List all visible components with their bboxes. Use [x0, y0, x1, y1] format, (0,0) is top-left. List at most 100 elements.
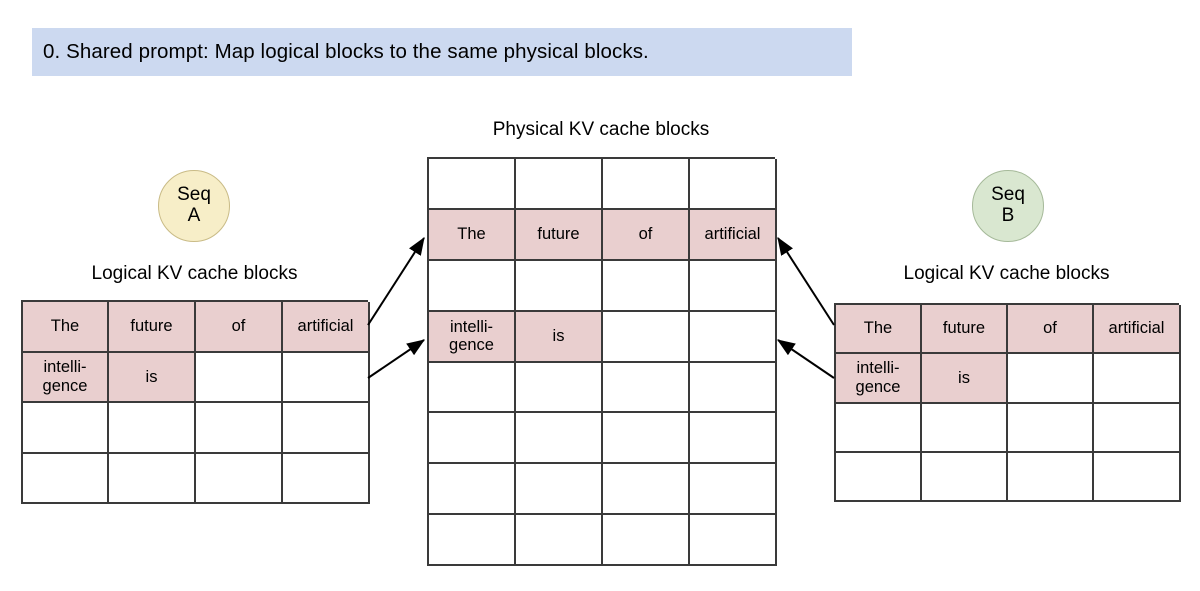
- left-logical-kv-grid: The future of artificial intelli- gence is: [21, 300, 370, 504]
- right-logical-cache-title: Logical KV cache blocks: [903, 263, 1110, 284]
- physical-kv-grid-cell-r4-c1: intelli- gence: [429, 311, 516, 363]
- physical-kv-grid-cell-r1-c1: [429, 159, 516, 210]
- cell-token: future: [537, 225, 580, 244]
- left-logical-kv-grid-cell-r3-c1: [23, 403, 109, 454]
- physical-kv-grid-cell-r5-c1: [429, 362, 516, 414]
- arrow-right-row1-to-physical-row2: [777, 236, 835, 326]
- physical-kv-grid-cell-r6-c1: [429, 413, 516, 465]
- physical-kv-grid-cell-r8-c1: [429, 515, 516, 566]
- physical-kv-grid-cell-r2-c2: future: [516, 209, 603, 261]
- physical-kv-grid-cell-r4-c4: [690, 311, 777, 363]
- seq-a-label-line1: Seq: [177, 184, 211, 206]
- right-logical-kv-grid-cell-r1-c4: artificial: [1094, 305, 1181, 355]
- right-logical-kv-grid-cell-r4-c2: [922, 452, 1008, 502]
- left-logical-kv-grid-cell-r2-c2: is: [109, 352, 196, 403]
- physical-cache-title: Physical KV cache blocks: [492, 119, 710, 140]
- physical-kv-grid-cell-r3-c1: [429, 260, 516, 312]
- cell-token: future: [942, 319, 986, 338]
- right-logical-kv-grid-cell-r1-c1: The: [836, 305, 922, 355]
- physical-kv-grid-cell-r5-c4: [690, 362, 777, 414]
- left-logical-kv-grid-cell-r1-c3: of: [196, 302, 283, 353]
- cell-token: is: [552, 326, 565, 345]
- physical-kv-grid-cell-r3-c4: [690, 260, 777, 312]
- physical-kv-grid-cell-r8-c2: [516, 515, 603, 566]
- right-logical-kv-grid-cell-r2-c3: [1008, 354, 1094, 404]
- right-logical-kv-grid-cell-r3-c1: [836, 403, 922, 453]
- physical-kv-grid-cell-r3-c2: [516, 260, 603, 312]
- left-logical-kv-grid-cell-r2-c4: [283, 352, 370, 403]
- physical-kv-grid-cell-r6-c2: [516, 413, 603, 465]
- cell-token: intelli- gence: [42, 358, 88, 395]
- physical-kv-grid-cell-r8-c3: [603, 515, 690, 566]
- cell-token: The: [863, 319, 893, 338]
- right-logical-kv-grid-cell-r4-c3: [1008, 452, 1094, 502]
- seq-b-badge: Seq B: [972, 170, 1044, 242]
- cell-token: The: [457, 225, 486, 244]
- cell-token: artificial: [1108, 319, 1165, 338]
- physical-kv-grid-cell-r5-c2: [516, 362, 603, 414]
- physical-kv-grid-cell-r2-c3: of: [603, 209, 690, 261]
- seq-a-label-line2: A: [187, 205, 201, 226]
- arrow-left-row2-to-physical-row4: [367, 339, 425, 379]
- prompt-banner: 0. Shared prompt: Map logical blocks to …: [32, 28, 852, 76]
- physical-kv-grid-cell-r1-c3: [603, 159, 690, 210]
- physical-kv-grid: The future of artificial intelli- gence is: [427, 157, 777, 566]
- cell-token: of: [638, 225, 653, 244]
- left-logical-kv-grid-cell-r4-c2: [109, 453, 196, 504]
- physical-kv-grid-cell-r6-c4: [690, 413, 777, 465]
- cell-token: is: [958, 368, 970, 387]
- physical-kv-grid-cell-r7-c3: [603, 464, 690, 516]
- arrow-left-row1-to-physical-row2: [367, 236, 425, 326]
- physical-kv-grid-cell-r3-c3: [603, 260, 690, 312]
- right-logical-kv-grid-cell-r1-c2: future: [922, 305, 1008, 355]
- physical-kv-grid-cell-r1-c2: [516, 159, 603, 210]
- cell-token: of: [1043, 319, 1057, 338]
- cell-token: future: [130, 317, 173, 336]
- physical-kv-grid-cell-r2-c4: artificial: [690, 209, 777, 261]
- seq-b-label-line1: Seq: [991, 184, 1025, 206]
- cell-token: intelli- gence: [449, 317, 494, 355]
- seq-a-badge: Seq A: [158, 170, 230, 242]
- left-logical-kv-grid-cell-r2-c3: [196, 352, 283, 403]
- left-logical-kv-grid-cell-r3-c4: [283, 403, 370, 454]
- physical-kv-grid-cell-r1-c4: [690, 159, 777, 210]
- cell-token: of: [231, 317, 246, 336]
- left-logical-cache-title: Logical KV cache blocks: [91, 263, 298, 284]
- right-logical-kv-grid-cell-r2-c2: is: [922, 354, 1008, 404]
- cell-token: is: [145, 367, 158, 386]
- physical-kv-grid-cell-r7-c2: [516, 464, 603, 516]
- physical-kv-grid-cell-r2-c1: The: [429, 209, 516, 261]
- right-logical-kv-grid-cell-r2-c4: [1094, 354, 1181, 404]
- left-logical-kv-grid-cell-r1-c4: artificial: [283, 302, 370, 353]
- right-logical-kv-grid-cell-r3-c3: [1008, 403, 1094, 453]
- left-logical-kv-grid-cell-r3-c2: [109, 403, 196, 454]
- cell-token: artificial: [704, 225, 761, 244]
- left-logical-kv-grid-cell-r2-c1: intelli- gence: [23, 352, 109, 403]
- left-logical-kv-grid-cell-r4-c4: [283, 453, 370, 504]
- left-logical-kv-grid-cell-r4-c3: [196, 453, 283, 504]
- right-logical-kv-grid-cell-r3-c2: [922, 403, 1008, 453]
- right-logical-kv-grid-cell-r3-c4: [1094, 403, 1181, 453]
- physical-kv-grid-cell-r8-c4: [690, 515, 777, 566]
- right-logical-kv-grid-cell-r1-c3: of: [1008, 305, 1094, 355]
- right-logical-kv-grid: The future of artificial intelli- gence is: [834, 303, 1181, 502]
- cell-token: artificial: [297, 317, 354, 336]
- left-logical-kv-grid-cell-r4-c1: [23, 453, 109, 504]
- cell-token: The: [50, 317, 80, 336]
- physical-kv-grid-cell-r4-c3: [603, 311, 690, 363]
- right-logical-kv-grid-cell-r2-c1: intelli- gence: [836, 354, 922, 404]
- prompt-banner-text: 0. Shared prompt: Map logical blocks to …: [43, 39, 649, 63]
- left-logical-kv-grid-cell-r1-c1: The: [23, 302, 109, 353]
- physical-kv-grid-cell-r6-c3: [603, 413, 690, 465]
- right-logical-kv-grid-cell-r4-c1: [836, 452, 922, 502]
- right-logical-kv-grid-cell-r4-c4: [1094, 452, 1181, 502]
- physical-kv-grid-cell-r7-c4: [690, 464, 777, 516]
- cell-token: intelli- gence: [855, 359, 901, 396]
- physical-kv-grid-cell-r5-c3: [603, 362, 690, 414]
- seq-b-label-line2: B: [1001, 205, 1015, 226]
- physical-kv-grid-cell-r4-c2: is: [516, 311, 603, 363]
- left-logical-kv-grid-cell-r1-c2: future: [109, 302, 196, 353]
- physical-kv-grid-cell-r7-c1: [429, 464, 516, 516]
- arrow-right-row2-to-physical-row4: [777, 339, 835, 379]
- left-logical-kv-grid-cell-r3-c3: [196, 403, 283, 454]
